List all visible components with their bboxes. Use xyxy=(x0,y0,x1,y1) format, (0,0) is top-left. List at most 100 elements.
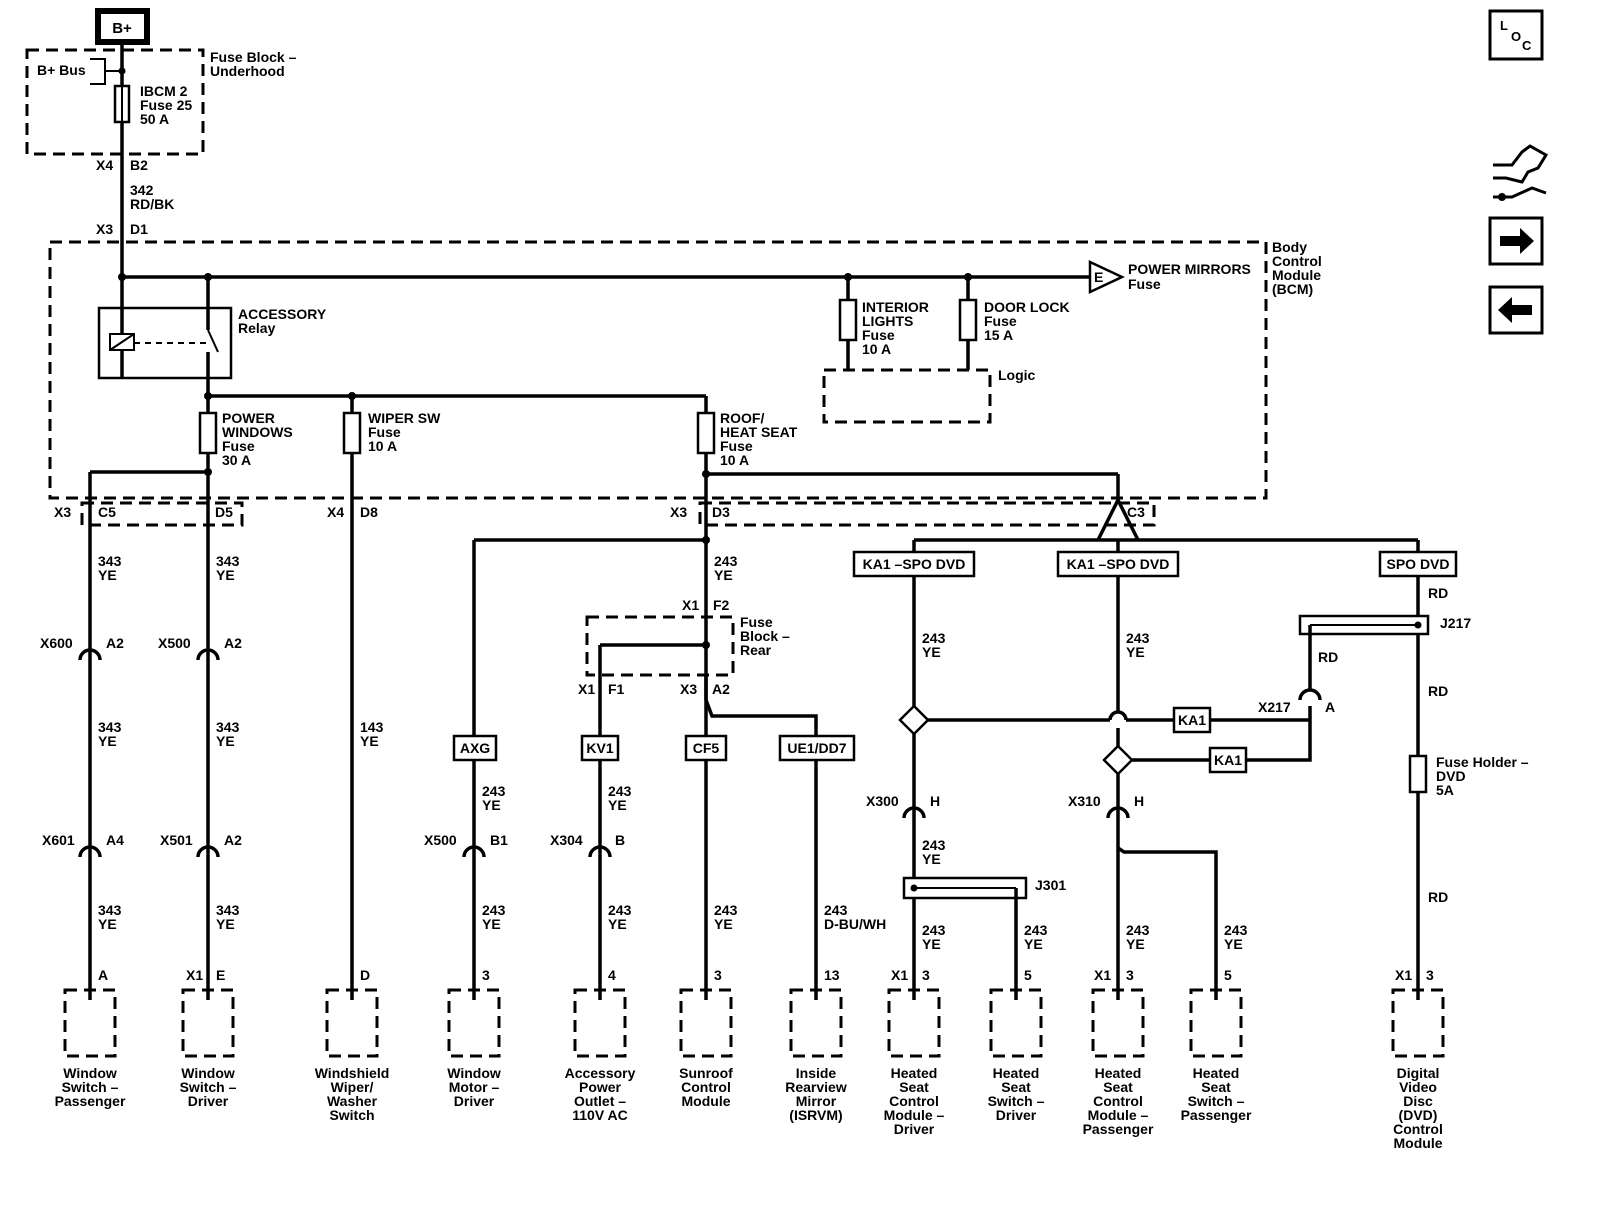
option-ka1-spo-dvd-label: KA1 –SPO DVD xyxy=(863,556,966,572)
wire-343-c-ye: YE xyxy=(216,916,235,932)
pin-13: 13 xyxy=(824,967,840,983)
component-label-3: Driver xyxy=(454,1093,495,1109)
option-kv1-label: KV1 xyxy=(586,740,613,756)
wire-343-b: 343 xyxy=(98,719,122,735)
component-label-3: Passenger xyxy=(55,1093,126,1109)
wire-343-ye: YE xyxy=(98,567,117,583)
wire-243-b-ye: YE xyxy=(608,916,627,932)
option-axg-label: AXG xyxy=(460,740,490,756)
conn-x1: X1 xyxy=(1395,967,1412,983)
power-windows-fuse: POWER xyxy=(222,410,275,426)
conn-x1: X1 xyxy=(186,967,203,983)
accessory-relay-sub: Relay xyxy=(238,320,276,336)
conn-x500: X500 xyxy=(424,832,457,848)
pin-e: E xyxy=(216,967,225,983)
component-label: Window xyxy=(63,1065,117,1081)
splice-j217-label: J217 xyxy=(1440,615,1471,631)
interior-lights-fuse: INTERIOR xyxy=(862,299,929,315)
power-mirrors-conn: E xyxy=(1094,269,1103,285)
window-switch-passenger xyxy=(63,988,117,1058)
option-ka1-spo-dvd-passenger xyxy=(1056,550,1180,578)
wire-243-c-ye: YE xyxy=(922,936,941,952)
option-ka1-spo-dvd-driver xyxy=(852,550,976,578)
conn-x1-f2: X1 xyxy=(682,597,699,613)
bplus-label: B+ xyxy=(112,20,132,37)
conn-x600: X600 xyxy=(40,635,73,651)
wire-243-b-ye: YE xyxy=(482,916,501,932)
power-windows-fuse-4: 30 A xyxy=(222,452,251,468)
component-label-4: (DVD) xyxy=(1399,1107,1438,1123)
ibcm-fuse-label: IBCM 2 xyxy=(140,83,188,99)
wire-243-ye: YE xyxy=(714,567,733,583)
component-label-switch-2: Seat xyxy=(1001,1079,1031,1095)
power-windows-fuse-2: WINDOWS xyxy=(222,424,293,440)
component-label-2: Power xyxy=(579,1079,622,1095)
pin-3: 3 xyxy=(922,967,930,983)
wire-243: 243 xyxy=(922,630,946,646)
option-ka1-a-label: KA1 xyxy=(1178,712,1206,728)
heated-seat-switch-passenger xyxy=(1189,988,1243,1058)
pin-f1: F1 xyxy=(608,681,625,697)
component-label-switch: Heated xyxy=(1193,1065,1240,1081)
wire-343-c-ye: YE xyxy=(98,916,117,932)
pin-a2: A2 xyxy=(106,635,124,651)
wire-343: 343 xyxy=(98,553,122,569)
bplus-bus-label: B+ Bus xyxy=(37,62,86,78)
wire-143-ye: YE xyxy=(360,733,379,749)
component-label-2: Control xyxy=(681,1079,731,1095)
roof-heat-seat-fuse-4: 10 A xyxy=(720,452,749,468)
next-arrow-icon[interactable] xyxy=(1488,216,1544,266)
window-switch-driver xyxy=(181,988,235,1058)
wire-343-c: 343 xyxy=(98,902,122,918)
wire-243-b-ye: YE xyxy=(922,851,941,867)
wire-243-c: 243 xyxy=(922,922,946,938)
pin-3: 3 xyxy=(1126,967,1134,983)
previous-arrow-icon[interactable] xyxy=(1488,285,1544,335)
pin-b: B xyxy=(615,832,625,848)
door-lock-fuse-2: Fuse xyxy=(984,313,1017,329)
loc-c: C xyxy=(1522,38,1532,53)
location-icon[interactable]: L O C xyxy=(1488,9,1544,61)
roof-heat-seat-fuse-2: HEAT SEAT xyxy=(720,424,798,440)
wire-243-ye: YE xyxy=(608,797,627,813)
wire-rd-x217: RD xyxy=(1318,649,1338,665)
wire-243: 243 xyxy=(714,902,738,918)
underhood-fuse-block-label-2: Underhood xyxy=(210,63,285,79)
wire-243-ye: YE xyxy=(482,797,501,813)
component-label-4: Module – xyxy=(884,1107,945,1123)
option-ka1-b-label: KA1 xyxy=(1214,752,1242,768)
component-label-3: Driver xyxy=(188,1093,229,1109)
wire-243-b: 243 xyxy=(608,902,632,918)
schematic-link-icon[interactable] xyxy=(1493,144,1549,201)
component-label-3: Control xyxy=(1093,1093,1143,1109)
underhood-fuse-block-label: Fuse Block – xyxy=(210,49,297,65)
component-label-switch-4: Passenger xyxy=(1181,1107,1252,1123)
interior-lights-fuse-3: Fuse xyxy=(862,327,895,343)
wire-243: 243 xyxy=(1126,630,1150,646)
conn-x300: X300 xyxy=(866,793,899,809)
pin-h: H xyxy=(930,793,940,809)
power-mirrors-fuse-label: POWER MIRRORS xyxy=(1128,261,1251,277)
heated-seat-control-module-driver xyxy=(887,988,941,1058)
component-label-5: Control xyxy=(1393,1121,1443,1137)
fuse-holder-dvd-label: Fuse Holder – xyxy=(1436,754,1529,770)
pin-a4: A4 xyxy=(106,832,124,848)
component-label-6: Module xyxy=(1394,1135,1443,1151)
wire-343-b: 343 xyxy=(216,719,240,735)
pin-d5: D5 xyxy=(215,504,233,520)
component-label-4: 110V AC xyxy=(572,1107,628,1123)
component-label-3: Disc xyxy=(1403,1093,1433,1109)
pin-3: 3 xyxy=(714,967,722,983)
component-label-2: Seat xyxy=(899,1079,929,1095)
heated-seat-control-module-passenger xyxy=(1091,988,1145,1058)
conn-x310: X310 xyxy=(1068,793,1101,809)
power-windows-fuse-3: Fuse xyxy=(222,438,255,454)
pin-a2-rear: A2 xyxy=(712,681,730,697)
col-wiper-switch: 143 YE D Windshield Wiper/ Washer Switch xyxy=(315,719,390,1123)
component-label-switch: Heated xyxy=(993,1065,1040,1081)
wire-343: 343 xyxy=(216,553,240,569)
component-label: Windshield xyxy=(315,1065,390,1081)
wire-rd-c: RD xyxy=(1428,889,1448,905)
option-kv1 xyxy=(580,734,620,762)
